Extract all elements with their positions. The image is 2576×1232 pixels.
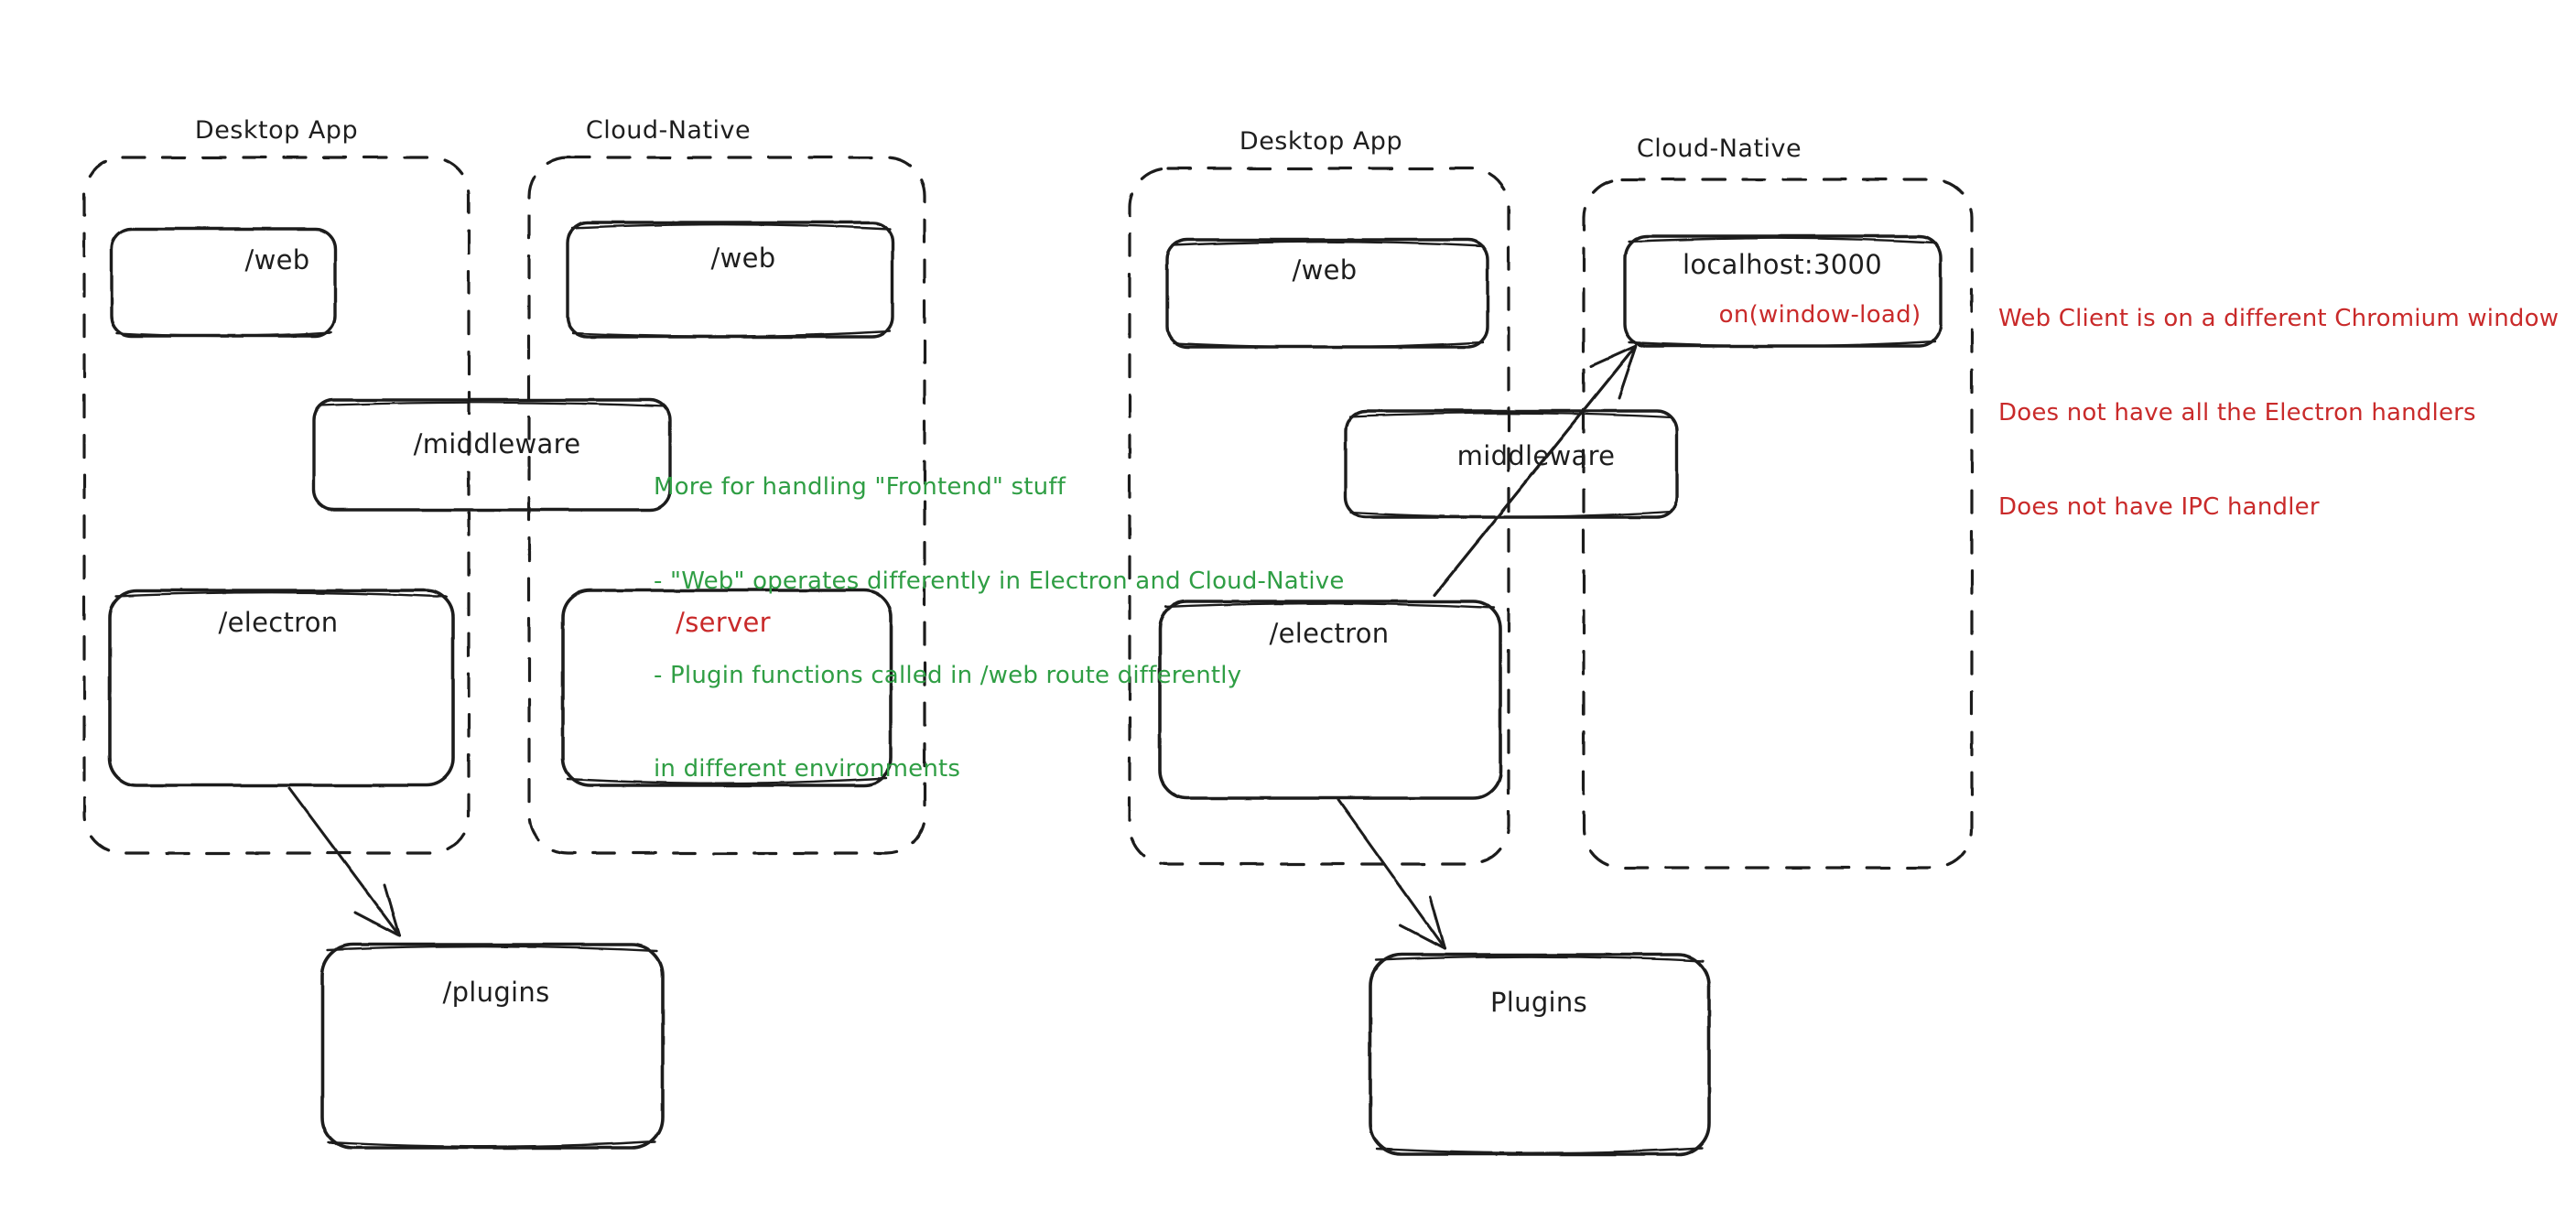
node-label-left-middleware: /middleware <box>413 428 581 459</box>
group-title-left-cloud-native: Cloud-Native <box>585 116 752 145</box>
group-title-right-desktop-app: Desktop App <box>1239 127 1403 156</box>
node-label-left-desktop-electron: /electron <box>218 607 339 638</box>
arrow-left-electron-to-plugins <box>287 786 401 937</box>
node-label-left-cloud-web: /web <box>710 243 776 274</box>
annotation-red-web-client-note: Web Client is on a different Chromium wi… <box>1998 240 2559 585</box>
container-right-cloud-native <box>1582 178 1974 870</box>
annotation-green-line-3: - Plugin functions called in /web route … <box>654 661 1242 689</box>
box-right-plugins <box>1369 953 1711 1156</box>
annotation-green-line-4: in different environments <box>654 755 961 784</box>
node-label-left-desktop-web: /web <box>244 244 310 276</box>
node-label-right-desktop-web: /web <box>1292 254 1358 286</box>
annotation-green-line-1: More for handling "Frontend" stuff <box>654 472 1066 501</box>
annotation-green-frontend-note: More for handling "Frontend" stuff - "We… <box>654 408 1345 848</box>
node-label-left-cloud-server: /server <box>676 607 771 638</box>
node-label-right-desktop-electron: /electron <box>1269 618 1390 649</box>
node-label-right-cloud-localhost: localhost:3000 <box>1683 249 1882 280</box>
box-left-plugins <box>320 943 665 1150</box>
node-label-right-middleware: middleware <box>1456 440 1616 471</box>
box-left-cloud-web <box>566 221 894 339</box>
node-label-left-plugins: /plugins <box>442 977 550 1008</box>
group-title-left-desktop-app: Desktop App <box>194 116 359 145</box>
annotation-green-line-2: - "Web" operates differently in Electron… <box>654 567 1345 595</box>
group-title-right-cloud-native: Cloud-Native <box>1636 135 1802 163</box>
annotation-red-line-1: Web Client is on a different Chromium wi… <box>1998 304 2560 332</box>
annotation-red-line-3: Does not have IPC handler <box>1998 492 2320 521</box>
node-sublabel-right-cloud-on-window-load: on(window-load) <box>1718 301 1921 329</box>
annotation-red-line-2: Does not have all the Electron handlers <box>1998 398 2476 427</box>
arrow-right-electron-to-plugins <box>1337 798 1446 950</box>
node-label-right-plugins: Plugins <box>1490 987 1587 1018</box>
